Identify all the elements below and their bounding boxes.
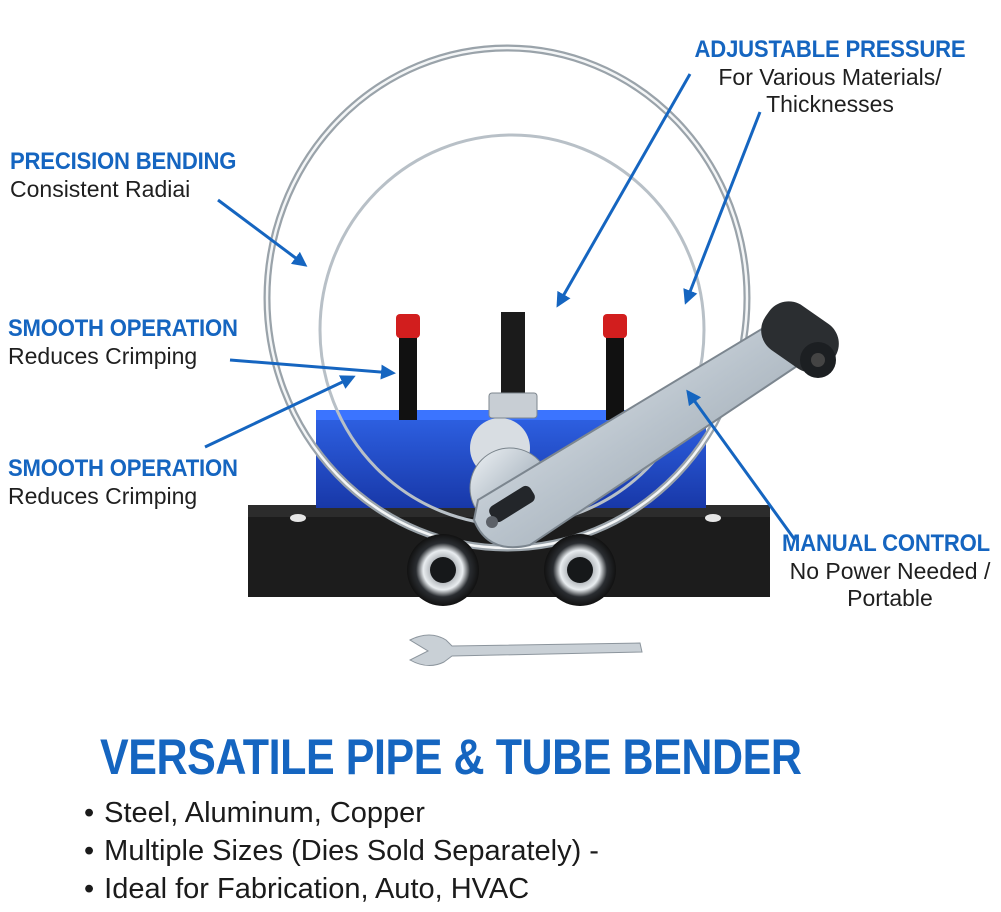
callout-detail-line2: Thicknesses bbox=[766, 91, 894, 118]
feature-item: Steel, Aluminum, Copper bbox=[84, 794, 599, 832]
arrow-icon bbox=[229, 358, 396, 380]
callout-detail-line2: Portable bbox=[847, 585, 933, 612]
callout-heading: ADJUSTABLE PRESSURE bbox=[694, 36, 966, 63]
crank-handle bbox=[472, 301, 839, 549]
callout-detail-line1: For Various Materials/ bbox=[718, 64, 942, 91]
callout-precision-bending: PRECISION BENDING Consistent Radiai bbox=[10, 148, 256, 203]
left-roller bbox=[407, 534, 479, 606]
wrench-icon bbox=[408, 634, 643, 666]
callout-manual-control: MANUAL CONTROL No Power Needed / Portabl… bbox=[770, 530, 1001, 613]
callout-heading: PRECISION BENDING bbox=[10, 148, 237, 175]
callout-adjustable-pressure: ADJUSTABLE PRESSURE For Various Material… bbox=[660, 36, 1000, 119]
callout-arrows bbox=[204, 73, 797, 541]
feature-item: Multiple Sizes (Dies Sold Separately) - bbox=[84, 832, 599, 870]
callout-heading: SMOOTH OPERATION bbox=[8, 455, 238, 482]
right-roller bbox=[544, 534, 616, 606]
arrow-icon bbox=[686, 389, 797, 541]
callout-detail: Reduces Crimping bbox=[8, 343, 198, 370]
pressure-bolt bbox=[488, 312, 538, 419]
arrow-icon bbox=[204, 375, 356, 449]
outer-ring bbox=[263, 44, 751, 552]
feature-item: Ideal for Fabrication, Auto, HVAC bbox=[84, 870, 599, 908]
arrow-icon bbox=[217, 198, 308, 267]
callout-heading: SMOOTH OPERATION bbox=[8, 315, 238, 342]
right-post bbox=[603, 314, 627, 420]
callout-smooth-operation-bottom: SMOOTH OPERATION Reduces Crimping bbox=[8, 455, 258, 510]
left-post bbox=[396, 314, 420, 420]
callout-detail: Consistent Radiai bbox=[10, 176, 191, 203]
arrow-icon bbox=[556, 73, 692, 308]
callout-detail: Reduces Crimping bbox=[8, 483, 198, 510]
arrow-icon bbox=[683, 111, 762, 305]
feature-list: Steel, Aluminum, Copper Multiple Sizes (… bbox=[84, 794, 599, 908]
callout-detail-line1: No Power Needed / bbox=[789, 558, 991, 585]
callout-heading: MANUAL CONTROL bbox=[781, 530, 990, 557]
product-title: VERSATILE PIPE & TUBE BENDER bbox=[100, 729, 802, 785]
callout-smooth-operation-top: SMOOTH OPERATION Reduces Crimping bbox=[8, 315, 258, 370]
